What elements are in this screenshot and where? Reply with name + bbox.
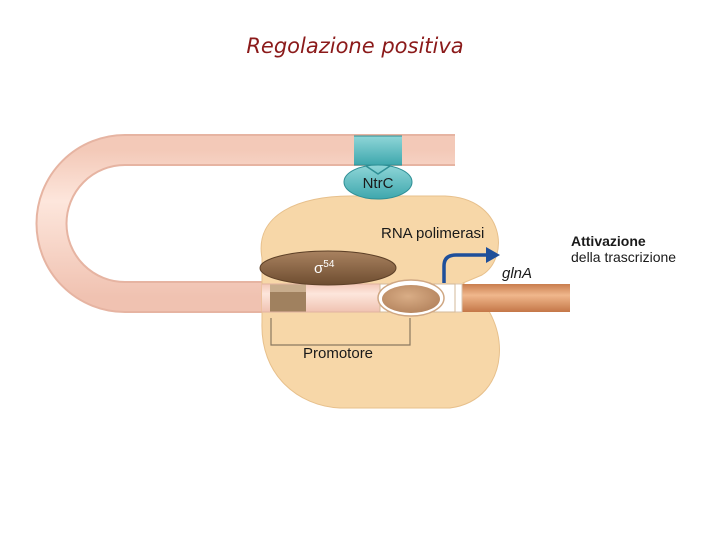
ntrc-label: NtrC [363, 175, 394, 192]
sigma-superscript: 54 [323, 259, 335, 270]
slide-title: Regolazione positiva [246, 34, 464, 58]
dna-loop [35, 134, 455, 313]
transcription-bubble [377, 279, 456, 317]
transcription-start-arrow [442, 247, 500, 283]
gene-label: glnA [502, 265, 532, 282]
activation-label-line1: Attivazione [571, 233, 646, 249]
sigma54-factor [259, 250, 397, 286]
activation-label-line2: della trascrizione [571, 249, 676, 265]
ntrc-binding-site [354, 135, 402, 166]
promoter-bracket [270, 318, 411, 346]
rna-polymerase-label: RNA polimerasi [381, 225, 484, 242]
promoter-label: Promotore [303, 345, 373, 362]
gene-dna [439, 283, 570, 313]
promoter-dna [262, 283, 382, 313]
sigma-symbol: σ [314, 260, 324, 277]
sigma54-label: σ54 [314, 259, 335, 277]
ntrc-protein [343, 164, 413, 200]
